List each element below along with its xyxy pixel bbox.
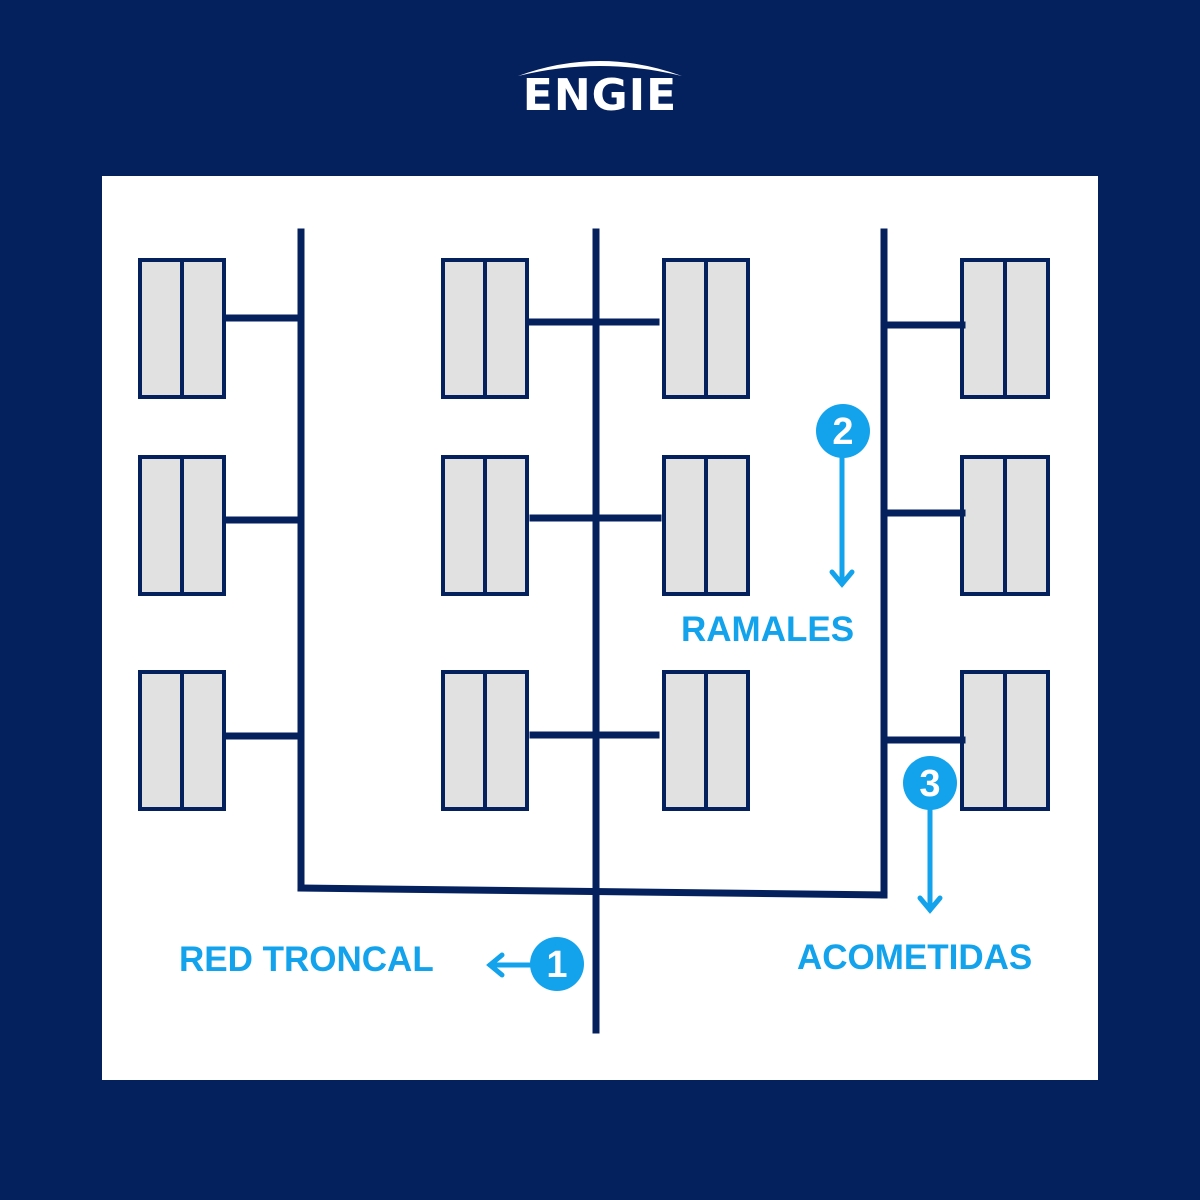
pipe-group — [222, 228, 966, 1034]
marker-number: 2 — [832, 411, 853, 453]
window — [662, 670, 750, 811]
marker-circle-2 — [816, 404, 870, 458]
window — [960, 258, 1050, 399]
window — [960, 670, 1050, 811]
window — [662, 258, 750, 399]
marker-group: 1 2 3 — [486, 404, 957, 991]
window — [960, 455, 1050, 596]
window — [662, 455, 750, 596]
trunk-label: RED TRONCAL — [179, 940, 434, 979]
window — [138, 258, 226, 399]
window — [441, 670, 529, 811]
branches-label: RAMALES — [681, 610, 855, 649]
engie-arc-icon — [518, 61, 682, 76]
marker-number: 1 — [546, 944, 567, 986]
window — [441, 258, 529, 399]
marker-circle-3 — [903, 756, 957, 810]
engie-logo: ENGIE — [500, 50, 700, 130]
window — [138, 455, 226, 596]
trunk-horizontal-pipe — [297, 884, 888, 899]
window — [441, 455, 529, 596]
arrow-down-icon — [829, 455, 855, 588]
marker-circle-1 — [530, 937, 584, 991]
connections-label: ACOMETIDAS — [797, 938, 1033, 977]
window — [138, 670, 226, 811]
window-group — [138, 258, 1050, 811]
logo-text: ENGIE — [522, 70, 678, 121]
arrow-down-icon — [917, 807, 943, 914]
marker-number: 3 — [919, 763, 940, 805]
arrow-left-icon — [486, 952, 533, 978]
